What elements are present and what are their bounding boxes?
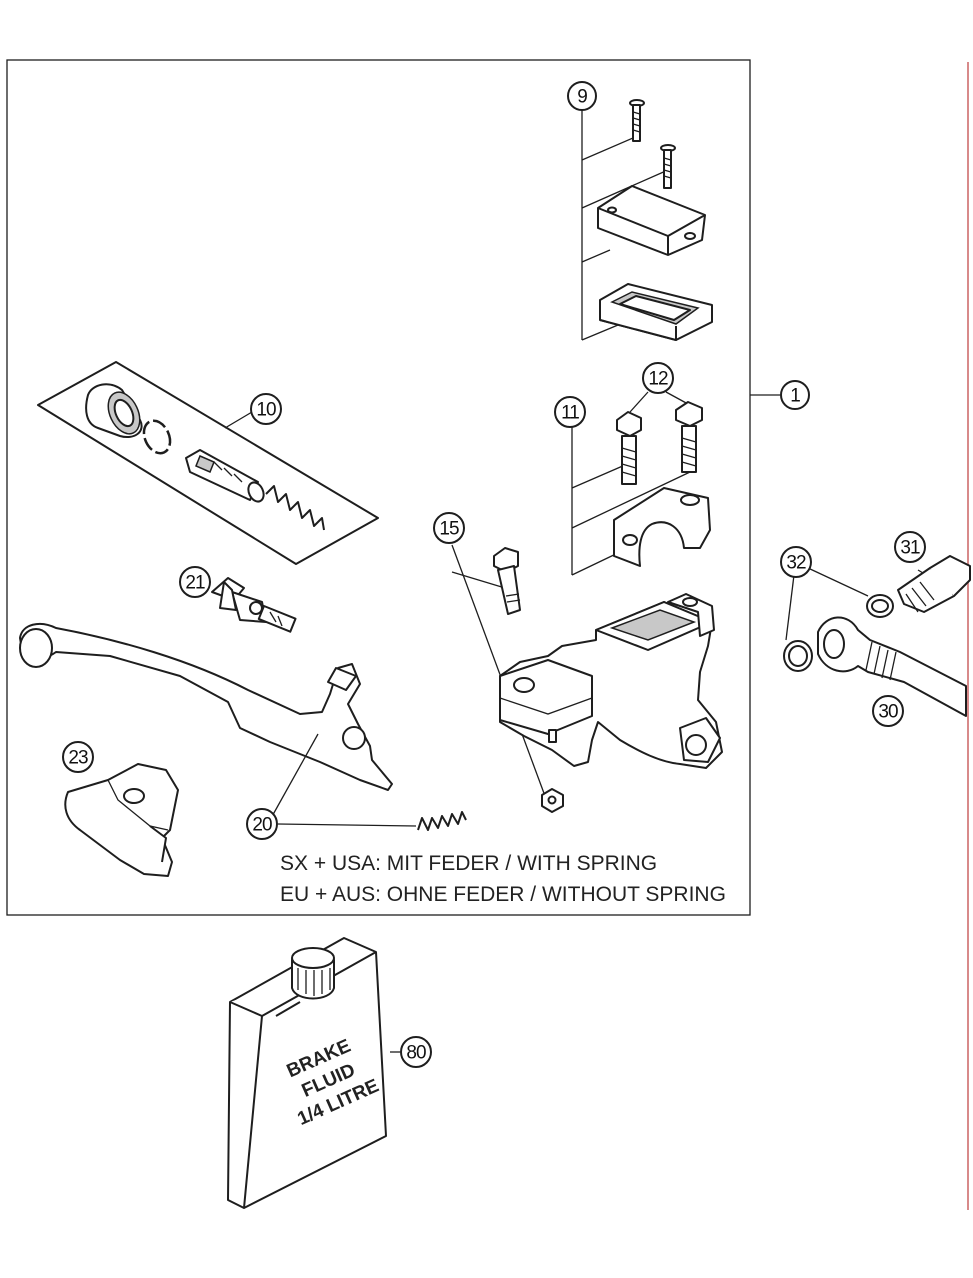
clamp-bolt-2: [675, 401, 703, 473]
callout-31: 31: [894, 531, 926, 563]
svg-text:80: 80: [406, 1043, 426, 1064]
pivot-bolt-group: [451, 544, 564, 813]
reservoir-lid: [597, 185, 706, 256]
svg-text:12: 12: [648, 369, 668, 390]
svg-text:20: 20: [252, 815, 272, 836]
master-cylinder-body: [499, 593, 723, 769]
banjo-bolt: [897, 555, 971, 613]
callout-1: 1: [780, 380, 810, 410]
brake-fluid-can: BRAKE FLUID 1/4 LITRE: [227, 937, 387, 1209]
brake-hose: [817, 616, 967, 717]
svg-text:15: 15: [439, 519, 459, 540]
can-cap: [291, 947, 335, 1000]
clamp-bolt-1: [616, 411, 642, 485]
callout-15: 15: [433, 512, 465, 544]
callout-20: 20: [246, 808, 278, 840]
spring-note-eu-aus: EU + AUS: OHNE FEDER / WITHOUT SPRING: [280, 883, 726, 906]
circlip: [142, 419, 172, 455]
clamp-group: [571, 391, 711, 576]
handlebar-clamp: [613, 487, 711, 567]
cover-screw-1: [629, 99, 645, 142]
pivot-nut: [541, 788, 564, 813]
svg-text:23: 23: [68, 748, 88, 769]
svg-text:30: 30: [878, 702, 898, 723]
callout-23: 23: [62, 741, 94, 773]
lever-cover: [64, 763, 179, 877]
svg-text:32: 32: [786, 553, 806, 574]
svg-text:10: 10: [256, 400, 276, 421]
callout-21: 21: [179, 566, 211, 598]
callout-80: 80: [400, 1036, 432, 1068]
callout-11: 11: [554, 396, 586, 428]
adjuster-screw: [211, 577, 297, 633]
svg-text:11: 11: [561, 403, 579, 424]
svg-text:9: 9: [577, 87, 587, 108]
piston-spring: [265, 485, 325, 531]
sealing-ring-lower: [783, 640, 813, 672]
assembly-frame: [6, 59, 751, 916]
piston: [185, 449, 265, 503]
piston-kit-group: [37, 361, 379, 565]
callout-9: 9: [567, 81, 597, 111]
reservoir-membrane: [599, 283, 713, 341]
svg-text:31: 31: [900, 538, 920, 559]
callout-32: 32: [780, 546, 812, 578]
callout-10: 10: [250, 393, 282, 425]
reservoir-cover-group: [581, 99, 713, 341]
callout-30: 30: [872, 695, 904, 727]
piston-cup: [85, 383, 143, 438]
svg-text:1: 1: [790, 386, 800, 407]
sealing-ring-upper: [866, 594, 894, 618]
cover-screw-2: [660, 144, 676, 189]
pivot-bolt: [493, 547, 521, 615]
callout-12: 12: [642, 362, 674, 394]
spring-note-sx-usa: SX + USA: MIT FEDER / WITH SPRING: [280, 852, 657, 875]
brake-lever: [19, 622, 393, 821]
lever-spring: [277, 811, 467, 831]
brake-line-group: [783, 555, 971, 717]
svg-text:21: 21: [185, 573, 205, 594]
